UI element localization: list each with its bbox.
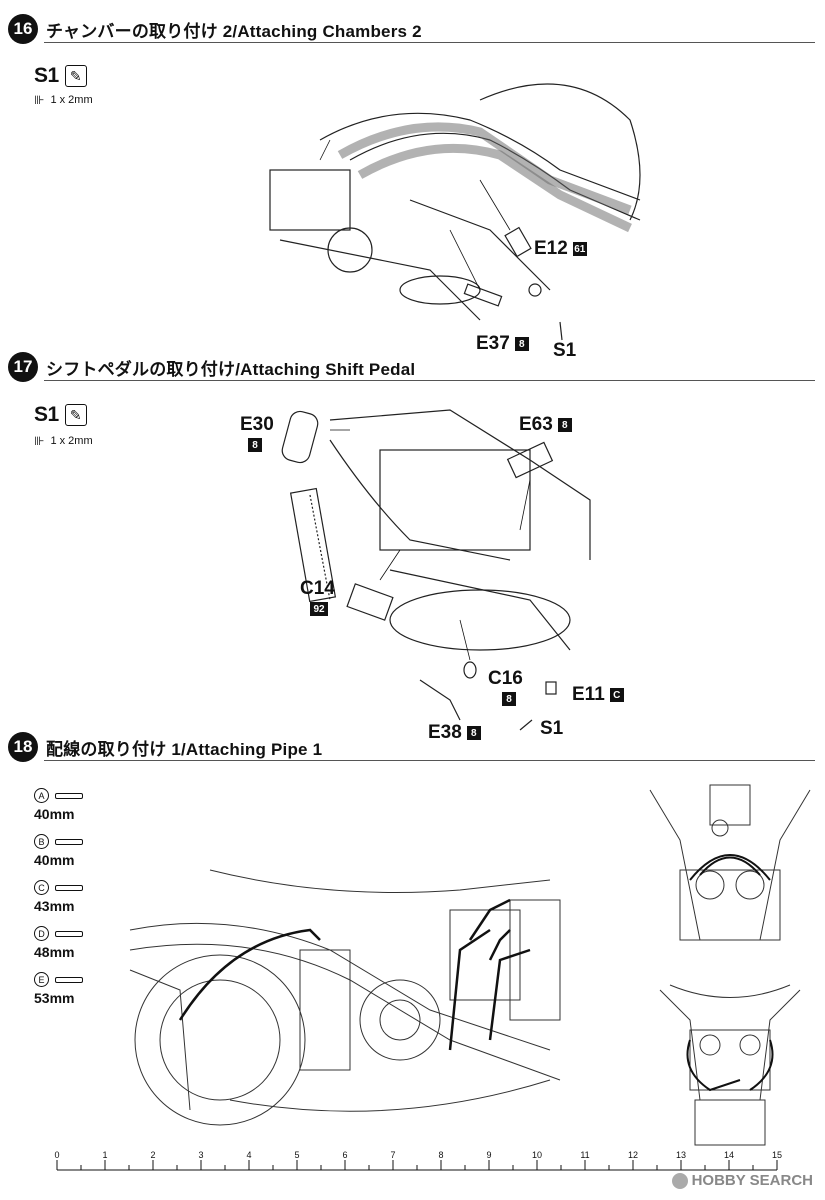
- part-c14: C14 92: [300, 578, 335, 616]
- ruler-label: 0: [54, 1150, 59, 1160]
- divider: [44, 760, 815, 761]
- pipe-icon: [55, 976, 83, 983]
- hobby-search-logo-icon: [671, 1172, 688, 1189]
- pipe-icon: [55, 838, 83, 845]
- step-17-header: 17 シフトペダルの取り付け/Attaching Shift Pedal: [8, 352, 415, 382]
- part-tag: 61: [572, 242, 587, 256]
- screw-callout: S1 ✎: [34, 64, 87, 88]
- part-e30: E30 8: [240, 414, 274, 452]
- part-e38: E38 8: [428, 722, 481, 744]
- divider: [44, 380, 815, 381]
- screw-size: 1 x 2mm: [50, 94, 93, 106]
- step-16-header: 16 チャンバーの取り付け 2/Attaching Chambers 2: [8, 14, 422, 44]
- part-tag: 8: [502, 692, 516, 706]
- chambers-assembly-illustration: [269, 83, 641, 341]
- step-number: 18: [8, 732, 38, 762]
- pipe-spec: D 48mm: [34, 926, 83, 960]
- step-title: 配線の取り付け 1/Attaching Pipe 1: [46, 739, 323, 759]
- part-e37: E37 8: [476, 333, 529, 355]
- step-title: チャンバーの取り付け 2/Attaching Chambers 2: [46, 21, 422, 41]
- part-tag: 8: [514, 337, 529, 351]
- screwdriver-icon: ✎: [64, 404, 87, 426]
- screw-size-row: ⊪ 1 x 2mm: [34, 93, 93, 107]
- pipe-routing-side-view-illustration: [129, 869, 561, 1126]
- screw-callout: S1 ✎: [34, 403, 87, 427]
- part-tag: 8: [557, 418, 572, 432]
- ruler-label: 13: [676, 1150, 686, 1160]
- part-c16: C16 8: [488, 668, 523, 706]
- pipe-icon: [55, 930, 83, 937]
- ruler-label: 8: [438, 1150, 443, 1160]
- part-tag: 8: [248, 438, 262, 452]
- ruler-label: 15: [772, 1150, 782, 1160]
- part-s1: S1: [553, 340, 577, 361]
- shift-pedal-assembly-illustration: [281, 409, 591, 731]
- part-tag: C: [609, 688, 624, 702]
- pipe-routing-top-view-illustration: [649, 784, 811, 941]
- ruler-label: 7: [390, 1150, 395, 1160]
- ruler-label: 1: [102, 1150, 107, 1160]
- ruler-label: 14: [724, 1150, 734, 1160]
- pipe-spec: C 43mm: [34, 880, 83, 914]
- ruler-label: 9: [486, 1150, 491, 1160]
- pipe-spec: A 40mm: [34, 788, 83, 822]
- screw-code: S1: [34, 64, 59, 87]
- part-tag: 8: [466, 726, 481, 740]
- pipe-icon: [55, 792, 83, 799]
- step-number: 17: [8, 352, 38, 382]
- screwdriver-icon: ✎: [64, 65, 87, 87]
- part-tag: 92: [310, 602, 328, 616]
- step-number: 16: [8, 14, 38, 44]
- divider: [44, 42, 815, 43]
- ruler-label: 10: [532, 1150, 542, 1160]
- screw-size: 1 x 2mm: [50, 435, 93, 447]
- pipe-routing-front-view-illustration: [659, 984, 801, 1146]
- part-e12: E12 61: [534, 238, 587, 259]
- pipe-spec: B 40mm: [34, 834, 83, 868]
- screw-icon: ⊪: [34, 434, 45, 448]
- ruler-label: 3: [198, 1150, 203, 1160]
- part-e11: E11 C: [572, 684, 624, 706]
- step-18-header: 18 配線の取り付け 1/Attaching Pipe 1: [8, 732, 322, 762]
- watermark: HOBBY SEARCH: [671, 1172, 813, 1189]
- ruler-label: 4: [246, 1150, 251, 1160]
- ruler-label: 6: [342, 1150, 347, 1160]
- screw-icon: ⊪: [34, 93, 45, 107]
- step-title: シフトペダルの取り付け/Attaching Shift Pedal: [46, 359, 416, 379]
- ruler-label: 11: [580, 1150, 589, 1160]
- ruler-label: 12: [628, 1150, 638, 1160]
- ruler-label: 5: [294, 1150, 299, 1160]
- pipe-spec: E 53mm: [34, 972, 83, 1006]
- screw-code: S1: [34, 403, 59, 426]
- pipe-icon: [55, 884, 83, 891]
- part-e63: E63 8: [519, 414, 572, 436]
- screw-size-row: ⊪ 1 x 2mm: [34, 434, 93, 448]
- part-s1: S1: [540, 718, 564, 739]
- ruler-label: 2: [150, 1150, 155, 1160]
